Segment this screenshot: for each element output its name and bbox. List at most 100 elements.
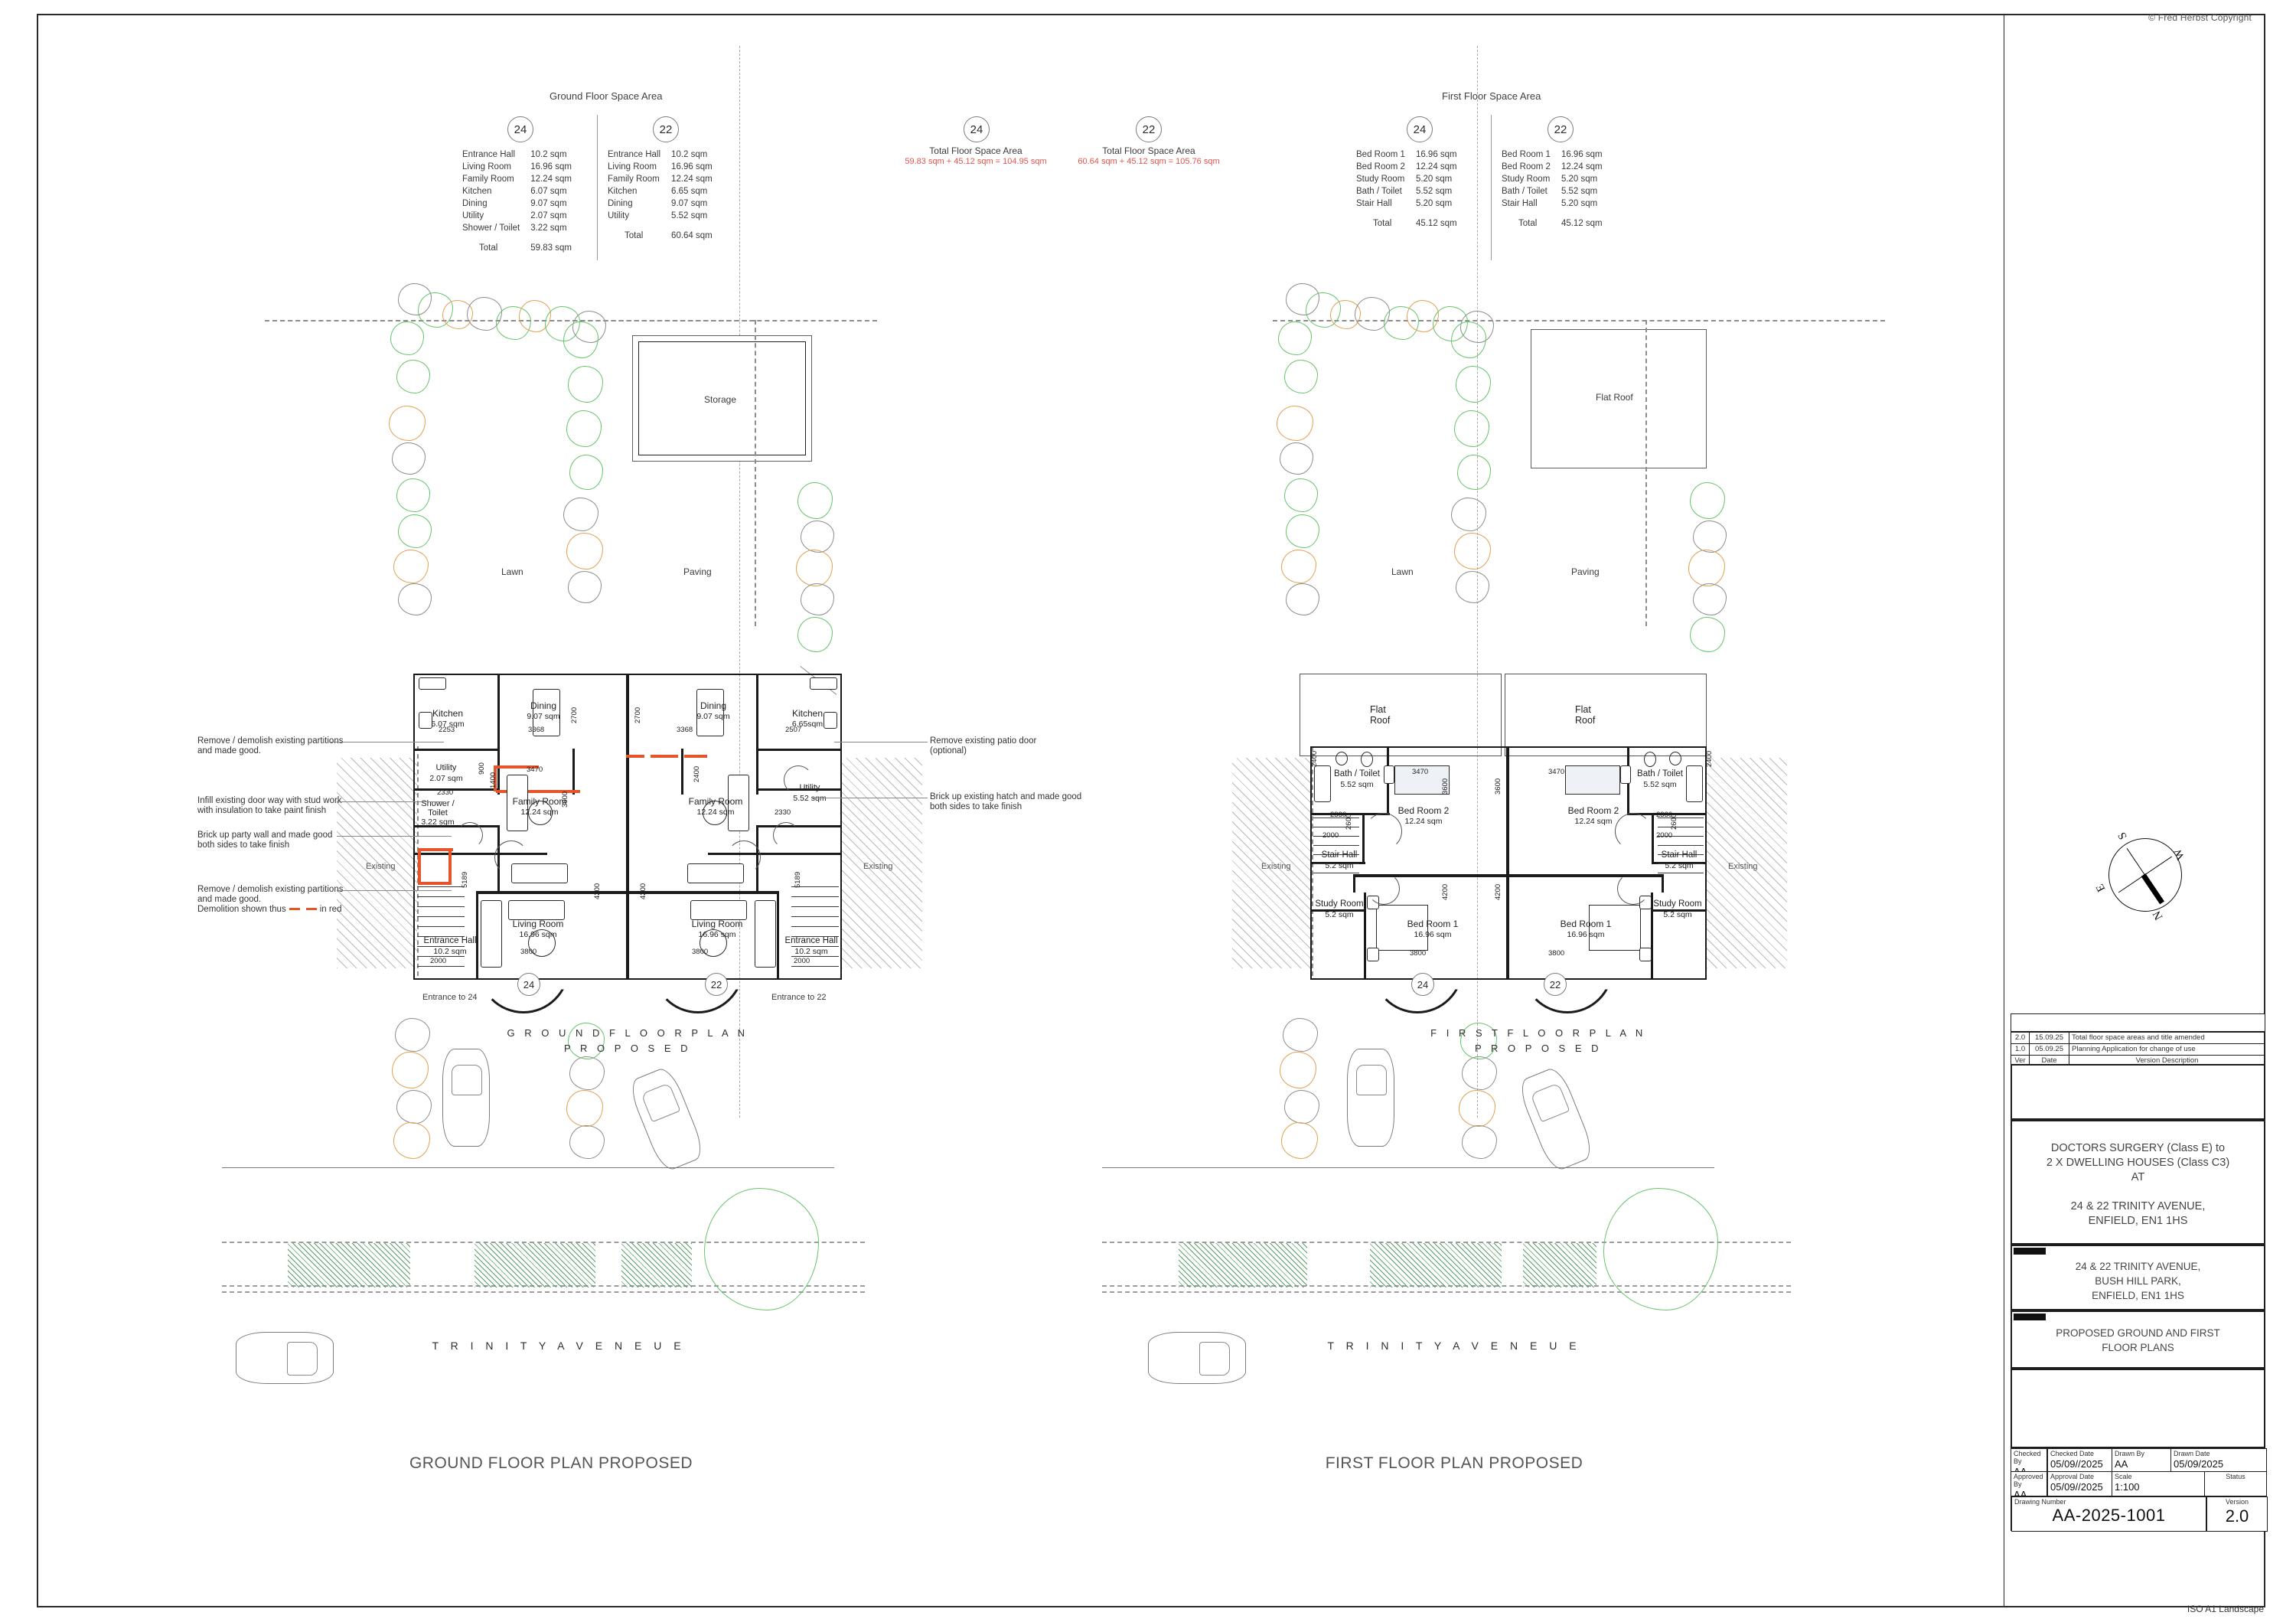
front-shrub bbox=[1281, 1122, 1318, 1159]
demolition-marker bbox=[496, 790, 580, 793]
entrance-label-24: Entrance to 24 bbox=[422, 993, 478, 1002]
storage-label: Storage bbox=[704, 394, 737, 405]
dimension: 3470 bbox=[1412, 768, 1429, 776]
title-block-blank-2 bbox=[2011, 1369, 2265, 1448]
front-shrub bbox=[569, 1056, 605, 1090]
front-shrub bbox=[392, 1052, 429, 1088]
wall-seg bbox=[629, 891, 779, 894]
annotation-remove-partitions-1: Remove / demolish existing partitions an… bbox=[197, 736, 344, 756]
dimension: 2330 bbox=[775, 808, 791, 817]
hob bbox=[823, 712, 837, 729]
wall-seg bbox=[1353, 874, 1355, 893]
dimension: 2253 bbox=[439, 726, 455, 734]
street-name-first: T R I N I T Y A V E N E U E bbox=[1327, 1340, 1581, 1352]
existing-label-left: Existing bbox=[366, 862, 396, 871]
site-boundary-top-f bbox=[1273, 320, 1885, 321]
dimension: 3470 bbox=[1548, 768, 1565, 776]
ground-plot-badge-22: 22 bbox=[653, 116, 679, 142]
drawn-date-cell: Drawn Date 05/09/2025 bbox=[2170, 1448, 2267, 1472]
compass-rose: N S E W bbox=[2094, 830, 2187, 922]
demolition-swatch-icon-2 bbox=[305, 908, 317, 910]
title-block-top-strip bbox=[2011, 1013, 2265, 1032]
checked-by-cell: Checked By AA bbox=[2011, 1448, 2047, 1477]
grass-verge bbox=[475, 1243, 595, 1287]
wall-seg bbox=[756, 749, 842, 751]
stair-left-f bbox=[1313, 818, 1359, 879]
front-shrub bbox=[395, 1018, 430, 1052]
entrance-label-22: Entrance to 22 bbox=[771, 993, 827, 1002]
sofa bbox=[508, 900, 565, 920]
grass-verge bbox=[1523, 1243, 1596, 1287]
dimension: 4200 bbox=[639, 883, 647, 899]
first-plan-big-caption: FIRST FLOOR PLAN PROPOSED bbox=[1325, 1454, 1583, 1472]
demolition-swatch-icon bbox=[289, 908, 300, 910]
approvals-grid: Checked By AA Checked Date 05/09//2025 D… bbox=[2011, 1448, 2267, 1500]
front-shrub bbox=[569, 1125, 605, 1159]
paving-label: Paving bbox=[683, 566, 712, 577]
entrance-steps-22 bbox=[652, 968, 744, 1013]
wall-seg bbox=[572, 749, 575, 795]
bath-tub bbox=[1314, 765, 1331, 802]
drawing-number-value: AA-2025-1001 bbox=[2052, 1506, 2166, 1525]
dimension: 3600 bbox=[1441, 778, 1450, 795]
drawing-title-box: PROPOSED GROUND AND FIRST FLOOR PLANS bbox=[2011, 1310, 2265, 1369]
demolition-marker bbox=[418, 848, 421, 883]
dimension: 2000 bbox=[1656, 831, 1673, 840]
demolition-marker bbox=[651, 755, 678, 758]
hob bbox=[419, 712, 432, 729]
pavement-edge-f bbox=[1102, 1167, 1714, 1168]
sofa bbox=[728, 775, 749, 831]
existing-boundary-left-f bbox=[1312, 746, 1313, 976]
sofa bbox=[755, 900, 776, 968]
wall-seg bbox=[681, 749, 683, 795]
total-area-value-24: 59.83 sqm + 45.12 sqm = 104.95 sqm bbox=[905, 157, 1047, 166]
demolition-marker bbox=[496, 765, 539, 769]
dimension: 2507 bbox=[785, 726, 802, 734]
dimension: 3368 bbox=[677, 726, 693, 734]
dimension: 3600 bbox=[1494, 778, 1502, 795]
leader-line bbox=[337, 890, 452, 891]
existing-hatch-right-f bbox=[1707, 758, 1787, 968]
revision-table: 2.0 15.09.25 Total floor space areas and… bbox=[2011, 1032, 2265, 1067]
dimension: 3800 bbox=[1410, 949, 1427, 958]
flat-roof-right bbox=[1505, 674, 1707, 756]
title-block: 2.0 15.09.25 Total floor space areas and… bbox=[2011, 1013, 2268, 1607]
existing-label-left-f: Existing bbox=[1261, 862, 1291, 871]
dimension: 3368 bbox=[528, 726, 545, 734]
dimension: 2000 bbox=[1322, 831, 1339, 840]
bed-double bbox=[1394, 765, 1450, 795]
wall-seg bbox=[476, 891, 478, 980]
grass-verge bbox=[1370, 1243, 1502, 1287]
wall-seg bbox=[1652, 862, 1707, 864]
wash-basin bbox=[1336, 752, 1348, 765]
door-swing bbox=[1368, 873, 1400, 905]
party-wall-first bbox=[1506, 746, 1509, 980]
dimension: 2400 bbox=[693, 765, 701, 782]
wall-seg bbox=[1310, 909, 1365, 912]
road-line-top-f bbox=[1102, 1242, 1791, 1243]
entrance-steps-24-f bbox=[1371, 968, 1463, 1013]
leader-line bbox=[337, 836, 452, 837]
first-schedule-title: First Floor Space Area bbox=[1442, 90, 1541, 102]
stair-right bbox=[791, 886, 839, 967]
door-swing bbox=[1617, 873, 1649, 905]
dimension: 2330 bbox=[1656, 811, 1673, 819]
version-cell: Version 2.0 bbox=[2206, 1496, 2268, 1532]
street-car bbox=[1148, 1332, 1246, 1384]
front-shrub bbox=[393, 1122, 430, 1159]
sofa bbox=[481, 900, 502, 968]
front-shrub bbox=[1284, 1090, 1319, 1124]
